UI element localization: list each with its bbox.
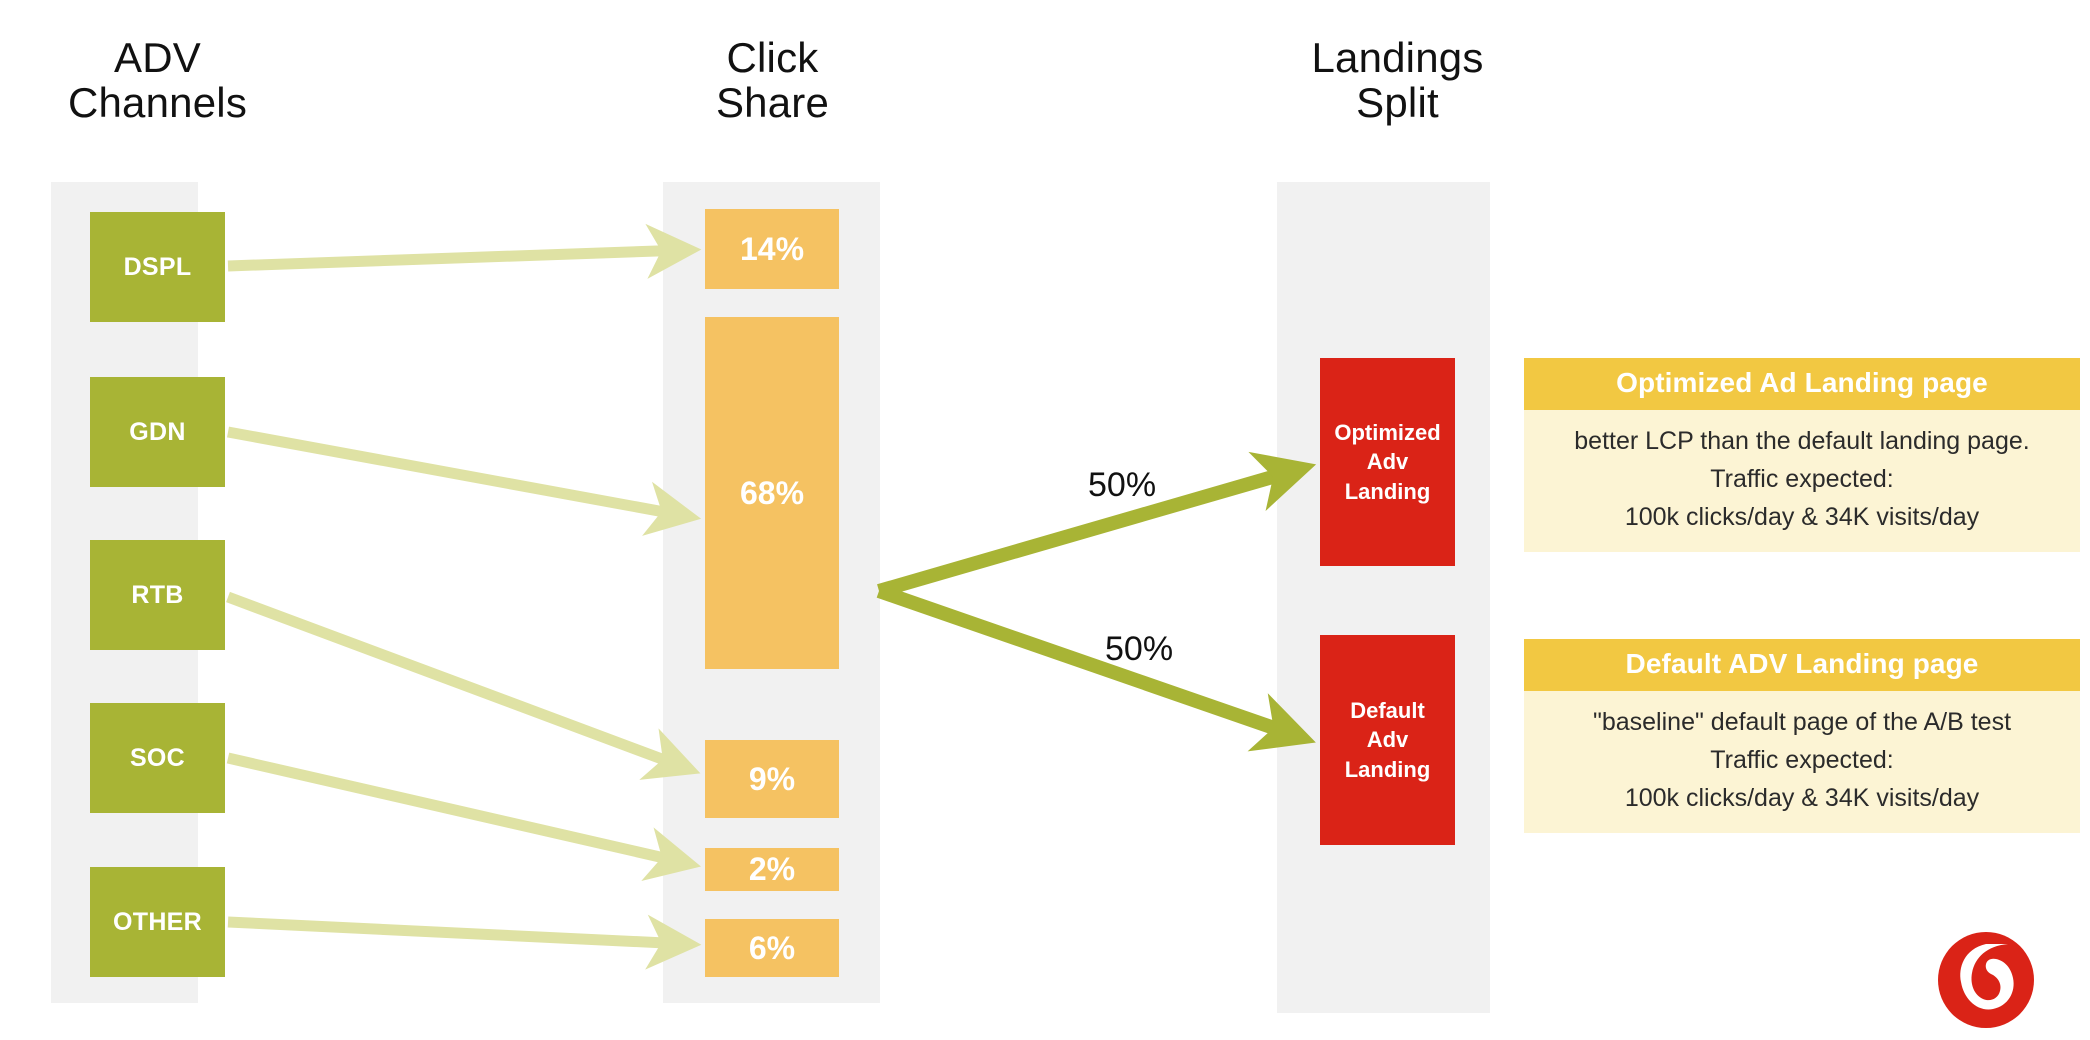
adv-channel-other[interactable]: OTHER — [90, 867, 225, 977]
column-title-landings-split: Landings Split — [1311, 34, 1484, 127]
info-card-optimized-title: Optimized Ad Landing page — [1524, 358, 2080, 410]
adv-channel-rtb[interactable]: RTB — [90, 540, 225, 650]
adv-channel-soc[interactable]: SOC — [90, 703, 225, 813]
arrow-split-to-default — [876, 584, 1316, 752]
info-card-default-body: "baseline" default page of the A/B test … — [1592, 708, 2012, 812]
vodafone-logo — [1938, 932, 2034, 1028]
arrow-rtb-to-9 — [226, 591, 701, 780]
split-label-optimized: 50% — [1088, 466, 1157, 504]
adv-channel-dspl[interactable]: DSPL — [90, 212, 225, 322]
split-label-default: 50% — [1105, 630, 1174, 668]
click-share-bar-2[interactable]: 2% — [705, 848, 839, 891]
arrow-dspl-to-14 — [227, 223, 702, 279]
arrow-other-to-6 — [227, 914, 702, 970]
landing-box-optimized[interactable]: Optimized Adv Landing — [1320, 358, 1455, 566]
arrow-gdn-to-68 — [227, 426, 702, 536]
click-share-bar-68[interactable]: 68% — [705, 317, 839, 669]
info-card-optimized-body: better LCP than the default landing page… — [1574, 427, 2030, 531]
click-share-bar-9[interactable]: 9% — [705, 740, 839, 818]
column-title-adv-channels: ADV Channels — [67, 34, 248, 127]
info-card-optimized: Optimized Ad Landing page better LCP tha… — [1524, 358, 2080, 552]
click-share-bar-14[interactable]: 14% — [705, 209, 839, 289]
landings-split-band — [1277, 182, 1490, 1013]
adv-channel-gdn[interactable]: GDN — [90, 377, 225, 487]
landing-box-default[interactable]: Default Adv Landing — [1320, 635, 1455, 845]
column-title-click-share: Click Share — [715, 34, 830, 127]
click-share-bar-6[interactable]: 6% — [705, 919, 839, 977]
info-card-default: Default ADV Landing page "baseline" defa… — [1524, 639, 2080, 833]
arrow-soc-to-2 — [226, 752, 702, 881]
info-card-default-title: Default ADV Landing page — [1524, 639, 2080, 691]
